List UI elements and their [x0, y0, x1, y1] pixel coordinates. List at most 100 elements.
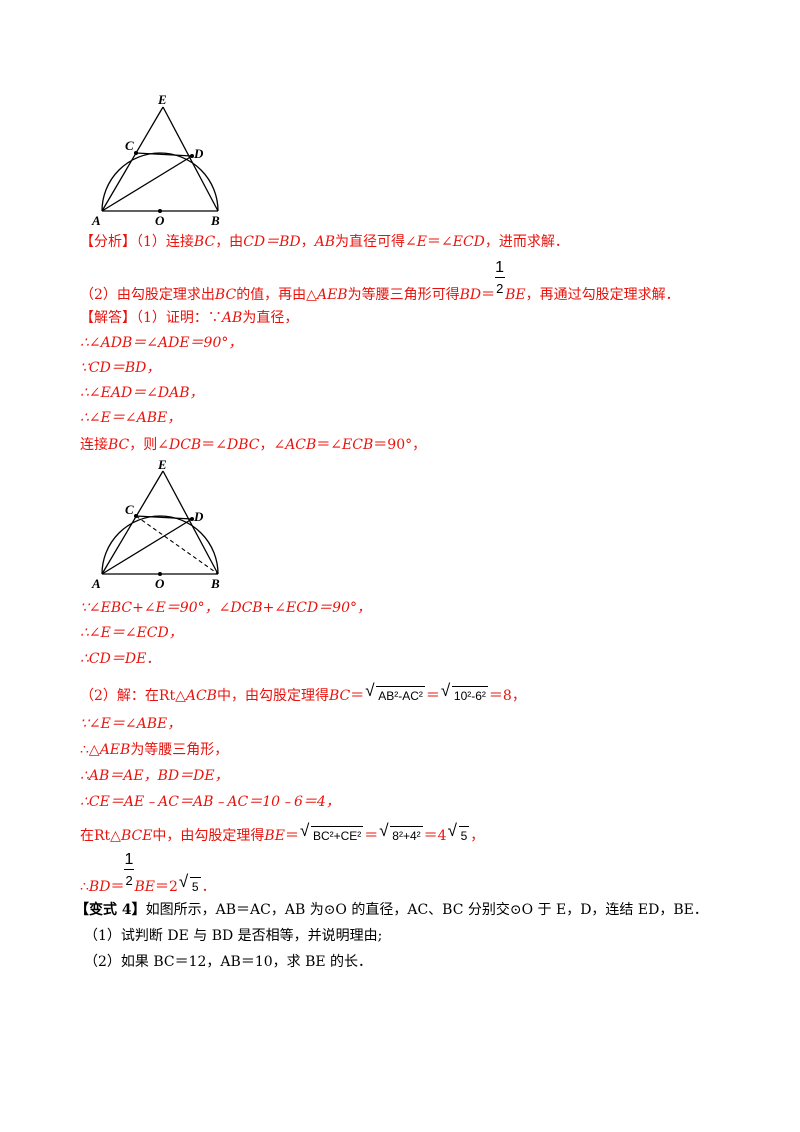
- text: BE: [134, 879, 155, 895]
- line-be: [162, 470, 219, 575]
- text: BC²+CE²: [310, 826, 364, 845]
- center-o: [158, 572, 162, 576]
- radical: √5: [179, 873, 201, 896]
- solution-line-13: ∴AB＝AE，BD＝DE，: [80, 768, 229, 784]
- text: ＝4: [423, 828, 447, 844]
- center-o: [158, 209, 162, 213]
- text: ＝: [364, 828, 379, 844]
- radical: √5: [448, 822, 470, 845]
- geometry-figure-2: E C D A O B: [91, 459, 220, 591]
- text: ，∠: [259, 437, 286, 453]
- text: ＝∠: [427, 234, 453, 250]
- solution-line-11: ∵∠E＝∠ABE，: [80, 716, 182, 732]
- solution-line-14: ∴CE＝AE﹣AC＝AB﹣AC＝10﹣6＝4，: [80, 794, 340, 810]
- text: ＝: [284, 828, 299, 844]
- text: ，则∠: [129, 437, 169, 453]
- radical: √8²+4²: [379, 822, 423, 845]
- text: DCB: [169, 437, 202, 453]
- text: BC: [193, 234, 216, 250]
- analysis-tag: 【分析】: [80, 234, 136, 250]
- text: 为直径，: [242, 310, 299, 326]
- text: BCE: [120, 828, 153, 844]
- text: √: [365, 681, 375, 700]
- text: ＝2: [154, 879, 178, 895]
- point-c: [134, 514, 138, 518]
- analysis-line-1: 【分析】（1）连接BC，由CD＝BD，AB为直径可得∠E＝∠ECD，进而求解．: [80, 233, 569, 251]
- semicircle-arc: [101, 152, 219, 212]
- text: ，进而求解．: [484, 234, 569, 250]
- text: ＝: [425, 688, 440, 704]
- variant-question-2: （2）如果 BC＝12，AB＝10，求 BE 的长．: [84, 954, 373, 970]
- label-c: C: [125, 502, 134, 517]
- text: ACB: [185, 688, 217, 704]
- text: BC: [214, 287, 237, 303]
- text: （1）连接: [136, 234, 194, 250]
- label-a: A: [91, 576, 101, 591]
- solution-line-9: ∴CD＝DE．: [80, 651, 161, 667]
- text: ECD: [452, 234, 485, 250]
- text: 中，由勾股定理得: [152, 828, 265, 844]
- line-ae: [101, 470, 164, 575]
- text: AB²-AC²: [376, 686, 425, 705]
- text: ＝90°，: [373, 437, 427, 453]
- text: DBC: [226, 437, 260, 453]
- point-c: [134, 151, 138, 155]
- text: BE: [264, 828, 285, 844]
- text: ∴△: [80, 742, 100, 758]
- text: ，再通过勾股定理求解．: [525, 287, 680, 303]
- text: √: [299, 821, 310, 840]
- text: ECB: [342, 437, 374, 453]
- text: ，: [470, 828, 485, 844]
- text: 10²-6²: [451, 686, 488, 705]
- solution-line-12: ∴△AEB为等腰三角形，: [80, 741, 228, 759]
- text: 1: [124, 851, 134, 868]
- text: ＝: [350, 688, 365, 704]
- chord-cd: [135, 152, 193, 157]
- solution-tag: 【解答】: [80, 310, 136, 326]
- text: 8²+4²: [390, 826, 423, 845]
- text: BC: [108, 437, 130, 453]
- text: BD: [88, 879, 111, 895]
- variant-text: 如图所示，AB＝AC，AB 为⊙O 的直径，AC、BC 分别交⊙O 于 E，D，…: [145, 902, 708, 918]
- solution-line-1: 【解答】（1）证明：∵AB为直径，: [80, 309, 298, 327]
- label-e: E: [157, 92, 167, 107]
- text: ACB: [285, 437, 317, 453]
- text: 2: [496, 281, 504, 296]
- text: ，: [300, 234, 315, 250]
- text: √: [178, 872, 189, 891]
- chord-cd: [135, 515, 193, 520]
- text: 2: [125, 873, 133, 888]
- label-a: A: [91, 213, 101, 226]
- label-b: B: [210, 576, 220, 591]
- line-ae: [101, 106, 164, 212]
- text: （2）解：在Rt△: [80, 688, 186, 704]
- radical: √BC²+CE²: [300, 822, 364, 845]
- text: [124, 869, 135, 870]
- label-o: O: [155, 213, 165, 226]
- label-e: E: [157, 459, 167, 472]
- solution-line-2: ∴∠ADB＝∠ADE＝90°，: [80, 335, 243, 351]
- text: BC: [328, 688, 351, 704]
- text: AB: [221, 310, 243, 326]
- solution-line-10: （2）解：在Rt△ACB中，由勾股定理得BC＝√AB²-AC²＝√10²-6²＝…: [80, 682, 526, 705]
- variant-problem: 【变式 4】如图所示，AB＝AC，AB 为⊙O 的直径，AC、BC 分别交⊙O …: [75, 901, 708, 919]
- text: AEB: [99, 742, 131, 758]
- text: 的值，再由△: [236, 287, 317, 303]
- text: ，由: [215, 234, 244, 250]
- text: ＝8，: [488, 688, 526, 704]
- text: ＝: [110, 879, 125, 895]
- line-be: [162, 106, 219, 212]
- variant-tag: 【变式 4】: [75, 902, 146, 918]
- solution-line-15: 在Rt△BCE中，由勾股定理得BE＝√BC²+CE²＝√8²+4²＝4√5，: [80, 822, 485, 845]
- text: ＝: [481, 287, 496, 303]
- text: AB: [314, 234, 336, 250]
- text: 5: [458, 826, 470, 845]
- text: [495, 277, 506, 278]
- variant-question-1: （1）试判断 DE 与 BD 是否相等，并说明理由;: [84, 928, 383, 944]
- radical: √10²-6²: [441, 682, 488, 705]
- text: CD＝BD: [243, 234, 301, 250]
- text: 为直径可得∠: [335, 234, 417, 250]
